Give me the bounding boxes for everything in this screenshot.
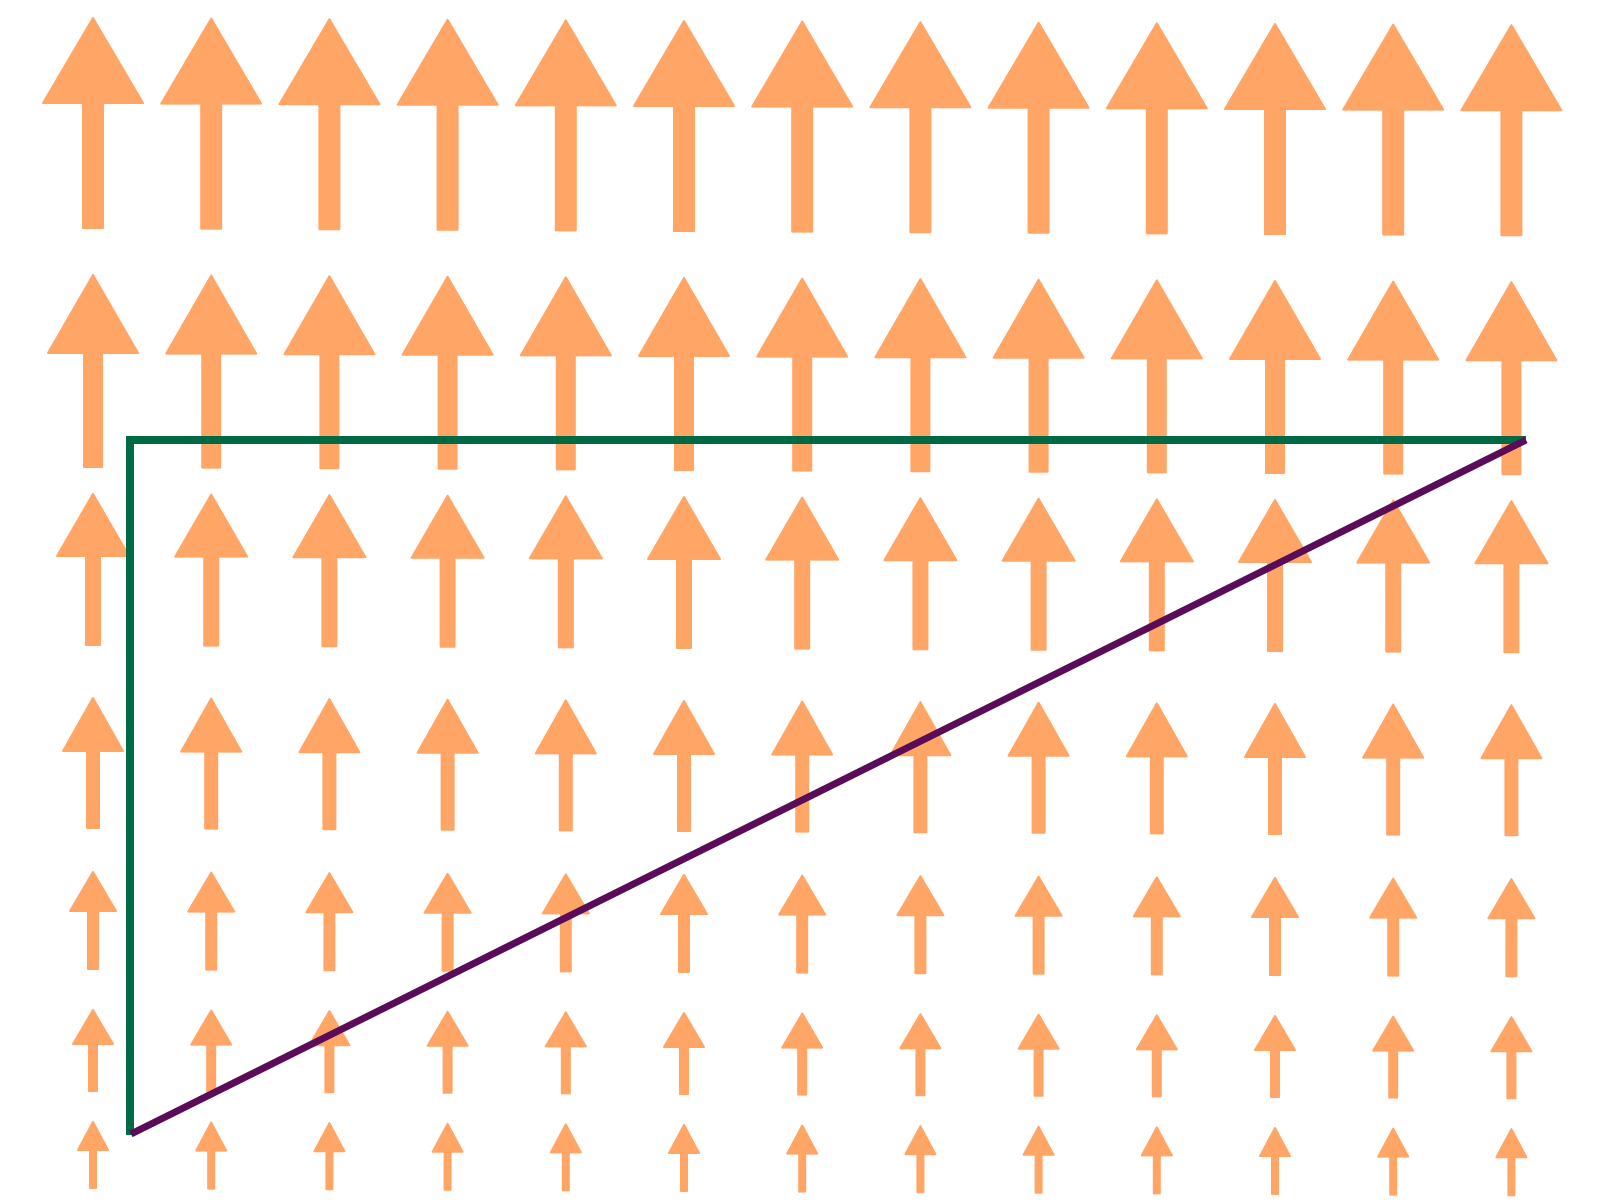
arrow-up-icon xyxy=(1356,499,1431,653)
arrow-up-icon xyxy=(1110,279,1203,474)
arrow-up-icon xyxy=(528,495,603,649)
arrow-up-icon xyxy=(756,277,849,472)
arrow-up-icon xyxy=(1362,703,1425,836)
arrow-up-icon xyxy=(426,1010,469,1094)
arrow-up-icon xyxy=(305,872,354,972)
arrow-up-icon xyxy=(1224,23,1326,235)
arrow-up-icon xyxy=(410,494,485,648)
arrow-up-icon xyxy=(660,874,708,973)
arrow-up-icon xyxy=(653,700,715,832)
arrow-up-icon xyxy=(1465,281,1558,476)
arrow-up-icon xyxy=(1229,280,1321,474)
arrow-up-icon xyxy=(187,871,236,971)
arrow-up-icon xyxy=(278,18,381,231)
arrow-up-icon xyxy=(987,21,1090,234)
arrow-up-icon xyxy=(874,278,967,473)
arrow-up-icon xyxy=(1377,1127,1410,1196)
arrow-up-icon xyxy=(56,493,130,646)
arrow-up-icon xyxy=(668,1124,700,1192)
arrow-up-icon xyxy=(292,494,367,648)
arrow-up-icon xyxy=(541,873,590,973)
arrow-up-icon xyxy=(1460,24,1563,237)
arrow-up-icon xyxy=(195,1121,228,1190)
arrow-up-icon xyxy=(781,1012,824,1096)
arrow-up-icon xyxy=(416,698,479,831)
overlay-lines xyxy=(126,436,1528,1138)
arrow-up-icon xyxy=(174,493,249,647)
arrow-up-icon xyxy=(1259,1127,1291,1195)
arrow-up-icon xyxy=(1132,876,1181,976)
arrow-up-icon xyxy=(1238,499,1312,652)
arrow-up-icon xyxy=(896,875,945,975)
arrow-up-icon xyxy=(1007,701,1070,834)
arrow-up-icon xyxy=(1495,1128,1528,1197)
arrow-up-icon xyxy=(992,278,1085,473)
arrow-up-icon xyxy=(431,1122,464,1191)
arrow-up-icon xyxy=(899,1013,942,1097)
arrow-up-icon xyxy=(1119,498,1194,652)
arrow-up-icon xyxy=(313,1122,346,1191)
arrow-up-icon xyxy=(638,277,730,471)
arrow-up-icon xyxy=(778,874,827,974)
arrow-up-icon xyxy=(869,21,972,234)
arrow-up-icon xyxy=(298,698,361,831)
arrow-up-icon xyxy=(1014,875,1063,975)
arrow-up-icon xyxy=(423,872,472,972)
arrow-up-icon xyxy=(1017,1013,1060,1097)
arrow-up-icon xyxy=(160,17,263,230)
arrow-up-icon xyxy=(283,275,376,470)
arrow-up-icon xyxy=(883,497,958,651)
arrow-up-icon xyxy=(396,18,499,231)
arrow-up-icon xyxy=(165,274,258,469)
arrow-up-icon xyxy=(663,1012,705,1095)
arrow-up-icon xyxy=(1490,1016,1533,1100)
arrow-up-icon xyxy=(1480,704,1543,837)
arrow-up-icon xyxy=(549,1123,582,1192)
arrow-up-icon xyxy=(771,700,834,833)
arrow-up-icon xyxy=(72,1009,114,1092)
arrow-up-icon xyxy=(401,275,494,470)
arrow-up-icon xyxy=(647,496,721,649)
arrow-up-icon xyxy=(1105,22,1208,235)
arrow-up-icon xyxy=(1022,1125,1055,1194)
arrow-up-icon xyxy=(1342,23,1445,236)
arrow-up-icon xyxy=(1001,497,1076,651)
arrow-up-icon xyxy=(904,1125,937,1194)
arrow-up-icon xyxy=(786,1124,819,1193)
arrow-up-icon xyxy=(1251,877,1299,976)
arrow-up-icon xyxy=(519,276,612,471)
arrow-up-icon xyxy=(47,274,139,468)
arrow-up-icon xyxy=(534,699,597,832)
arrow-up-icon xyxy=(62,697,124,829)
arrow-up-icon xyxy=(1244,703,1306,835)
purple-diagonal-line xyxy=(129,436,1528,1138)
arrow-up-icon xyxy=(1474,500,1549,654)
arrow-up-icon xyxy=(1487,878,1536,978)
arrow-up-icon xyxy=(1135,1014,1178,1098)
arrow-up-icon xyxy=(765,496,840,650)
arrow-up-icon xyxy=(1140,1126,1173,1195)
arrow-up-icon xyxy=(544,1011,587,1095)
arrow-up-icon xyxy=(42,17,144,229)
arrow-up-icon xyxy=(1372,1015,1415,1099)
arrow-up-icon xyxy=(1369,877,1418,977)
arrow-up-icon xyxy=(180,697,243,830)
arrow-up-icon xyxy=(1254,1015,1296,1098)
arrow-up-icon xyxy=(514,19,617,232)
green-path-line xyxy=(126,436,1526,1135)
arrow-up-icon xyxy=(1347,280,1440,475)
arrow-up-icon xyxy=(1125,702,1188,835)
arrow-up-icon xyxy=(77,1121,109,1189)
arrow-up-icon xyxy=(751,20,854,233)
arrow-up-icon xyxy=(69,871,117,970)
arrow-up-icon xyxy=(633,20,735,232)
